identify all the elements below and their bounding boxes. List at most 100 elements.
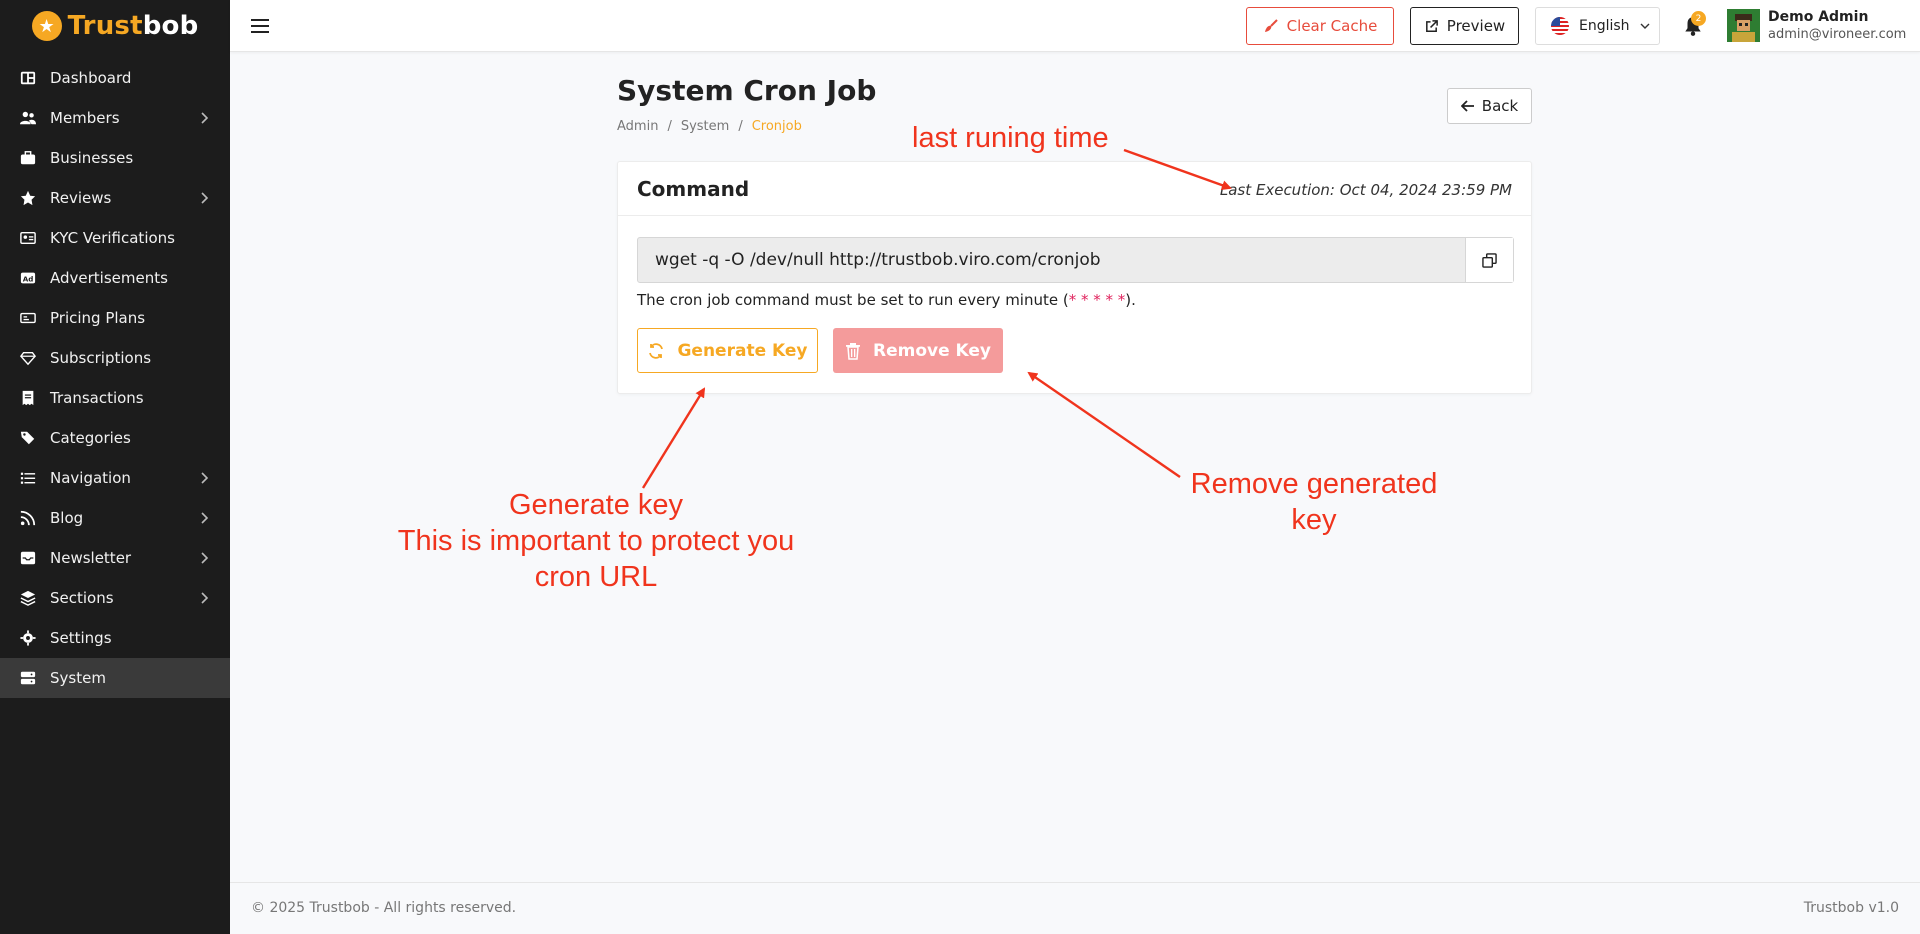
sidebar-item-label: Subscriptions (50, 349, 152, 367)
back-button[interactable]: Back (1447, 88, 1532, 124)
gem-icon (19, 349, 37, 367)
language-selector[interactable]: English (1535, 7, 1660, 45)
preview-label: Preview (1446, 17, 1506, 35)
sidebar-item-label: Pricing Plans (50, 309, 146, 327)
user-name: Demo Admin (1768, 9, 1869, 25)
broom-icon (1264, 19, 1278, 32)
remove-key-button[interactable]: Remove Key (833, 328, 1003, 373)
ad-icon: Ad (19, 269, 37, 287)
annotation-generate-line1: Generate key (508, 489, 684, 521)
sidebar-item-label: Transactions (50, 389, 144, 407)
copy-icon (1482, 252, 1497, 268)
sidebar-item-label: Sections (50, 589, 114, 607)
chevron-right-icon (201, 592, 209, 604)
copy-button[interactable] (1465, 238, 1513, 282)
footer-copyright: © 2025 Trustbob - All rights reserved. (251, 900, 517, 916)
breadcrumb-cronjob: Cronjob (751, 119, 802, 134)
sidebar-item-label: Reviews (50, 189, 112, 207)
cron-schedule: * * * * * (1068, 291, 1126, 309)
layers-icon (19, 589, 37, 607)
command-text[interactable]: wget -q -O /dev/null http://trustbob.vir… (655, 250, 1101, 270)
generate-key-label: Generate Key (677, 340, 808, 361)
sidebar-item-label: Advertisements (50, 269, 168, 287)
sidebar-item-subscriptions[interactable]: Subscriptions (0, 338, 230, 378)
user-email: admin@vironeer.com (1768, 27, 1907, 42)
generate-key-arrow (641, 387, 706, 489)
tags-icon (19, 429, 37, 447)
footer: © 2025 Trustbob - All rights reserved. T… (230, 882, 1920, 934)
dashboard-icon (19, 69, 37, 87)
breadcrumb-admin[interactable]: Admin (617, 119, 659, 134)
breadcrumb-separator: / (738, 119, 743, 134)
svg-text:Ad: Ad (23, 275, 34, 284)
sidebar-item-newsletter[interactable]: Newsletter (0, 538, 230, 578)
id-card-icon (19, 229, 37, 247)
star-logo-icon: ★ (31, 11, 62, 41)
breadcrumb: Admin / System / Cronjob (617, 119, 802, 134)
sidebar-item-reviews[interactable]: Reviews (0, 178, 230, 218)
hint-prefix: The cron job command must be set to run … (637, 291, 1069, 309)
sidebar-item-label: Navigation (50, 469, 131, 487)
sidebar-item-label: Categories (50, 429, 131, 447)
trash-icon (845, 342, 860, 360)
sidebar-item-pricing-plans[interactable]: Pricing Plans (0, 298, 230, 338)
server-icon (19, 669, 37, 687)
sidebar-item-label: Settings (50, 629, 112, 647)
sidebar-item-dashboard[interactable]: Dashboard (0, 58, 230, 98)
sidebar-item-kyc-verifications[interactable]: KYC Verifications (0, 218, 230, 258)
sidebar-item-navigation[interactable]: Navigation (0, 458, 230, 498)
command-card: Command Last Execution: Oct 04, 2024 23:… (617, 161, 1532, 394)
sidebar-item-sections[interactable]: Sections (0, 578, 230, 618)
list-icon (19, 469, 37, 487)
avatar[interactable] (1727, 9, 1760, 42)
external-link-icon (1425, 19, 1438, 32)
sidebar-item-blog[interactable]: Blog (0, 498, 230, 538)
users-icon (19, 109, 37, 127)
brand-name: Trustbob (67, 11, 199, 41)
hint-suffix: ). (1125, 291, 1136, 309)
sidebar-item-label: System (50, 669, 106, 687)
sidebar-item-members[interactable]: Members (0, 98, 230, 138)
sidebar-item-settings[interactable]: Settings (0, 618, 230, 658)
breadcrumb-system[interactable]: System (680, 119, 730, 134)
receipt-icon (19, 389, 37, 407)
breadcrumb-separator: / (667, 119, 672, 134)
annotation-last-run: last runing time (912, 122, 1109, 154)
annotation-generate-key: Generate key This is important to protec… (380, 487, 812, 595)
us-flag-icon (1551, 17, 1569, 35)
briefcase-icon (19, 149, 37, 167)
page-title: System Cron Job (617, 74, 877, 107)
arrow-left-icon (1460, 100, 1474, 112)
chevron-right-icon (201, 112, 209, 124)
clear-cache-button[interactable]: Clear Cache (1246, 7, 1394, 45)
sidebar-item-advertisements[interactable]: Ad Advertisements (0, 258, 230, 298)
annotation-generate-line2: This is important to protect you cron UR… (397, 525, 795, 593)
star-icon (19, 189, 37, 207)
sidebar-item-label: Blog (50, 509, 84, 527)
sidebar-item-label: Businesses (50, 149, 134, 167)
topbar: Clear Cache Preview English (230, 0, 1920, 52)
preview-button[interactable]: Preview (1410, 7, 1519, 45)
money-icon (19, 309, 37, 327)
sidebar-item-transactions[interactable]: Transactions (0, 378, 230, 418)
chevron-right-icon (201, 552, 209, 564)
last-execution: Last Execution: Oct 04, 2024 23:59 PM (1219, 181, 1512, 199)
brand-logo[interactable]: ★ Trustbob (0, 0, 230, 52)
sidebar-item-businesses[interactable]: Businesses (0, 138, 230, 178)
gear-icon (19, 629, 37, 647)
sidebar-item-system[interactable]: System (0, 658, 230, 698)
sidebar-item-label: Members (50, 109, 120, 127)
chevron-down-icon (1640, 23, 1650, 29)
rss-icon (19, 509, 37, 527)
annotation-remove-key: Remove generated key (1190, 468, 1438, 536)
sidebar-item-categories[interactable]: Categories (0, 418, 230, 458)
chevron-right-icon (201, 472, 209, 484)
sidebar-item-label: Newsletter (50, 549, 132, 567)
generate-key-button[interactable]: Generate Key (637, 328, 818, 373)
command-field: wget -q -O /dev/null http://trustbob.vir… (637, 237, 1514, 283)
footer-version: Trustbob v1.0 (1803, 900, 1899, 916)
hamburger-menu-icon[interactable] (250, 16, 270, 36)
sidebar-item-label: Dashboard (50, 69, 132, 87)
